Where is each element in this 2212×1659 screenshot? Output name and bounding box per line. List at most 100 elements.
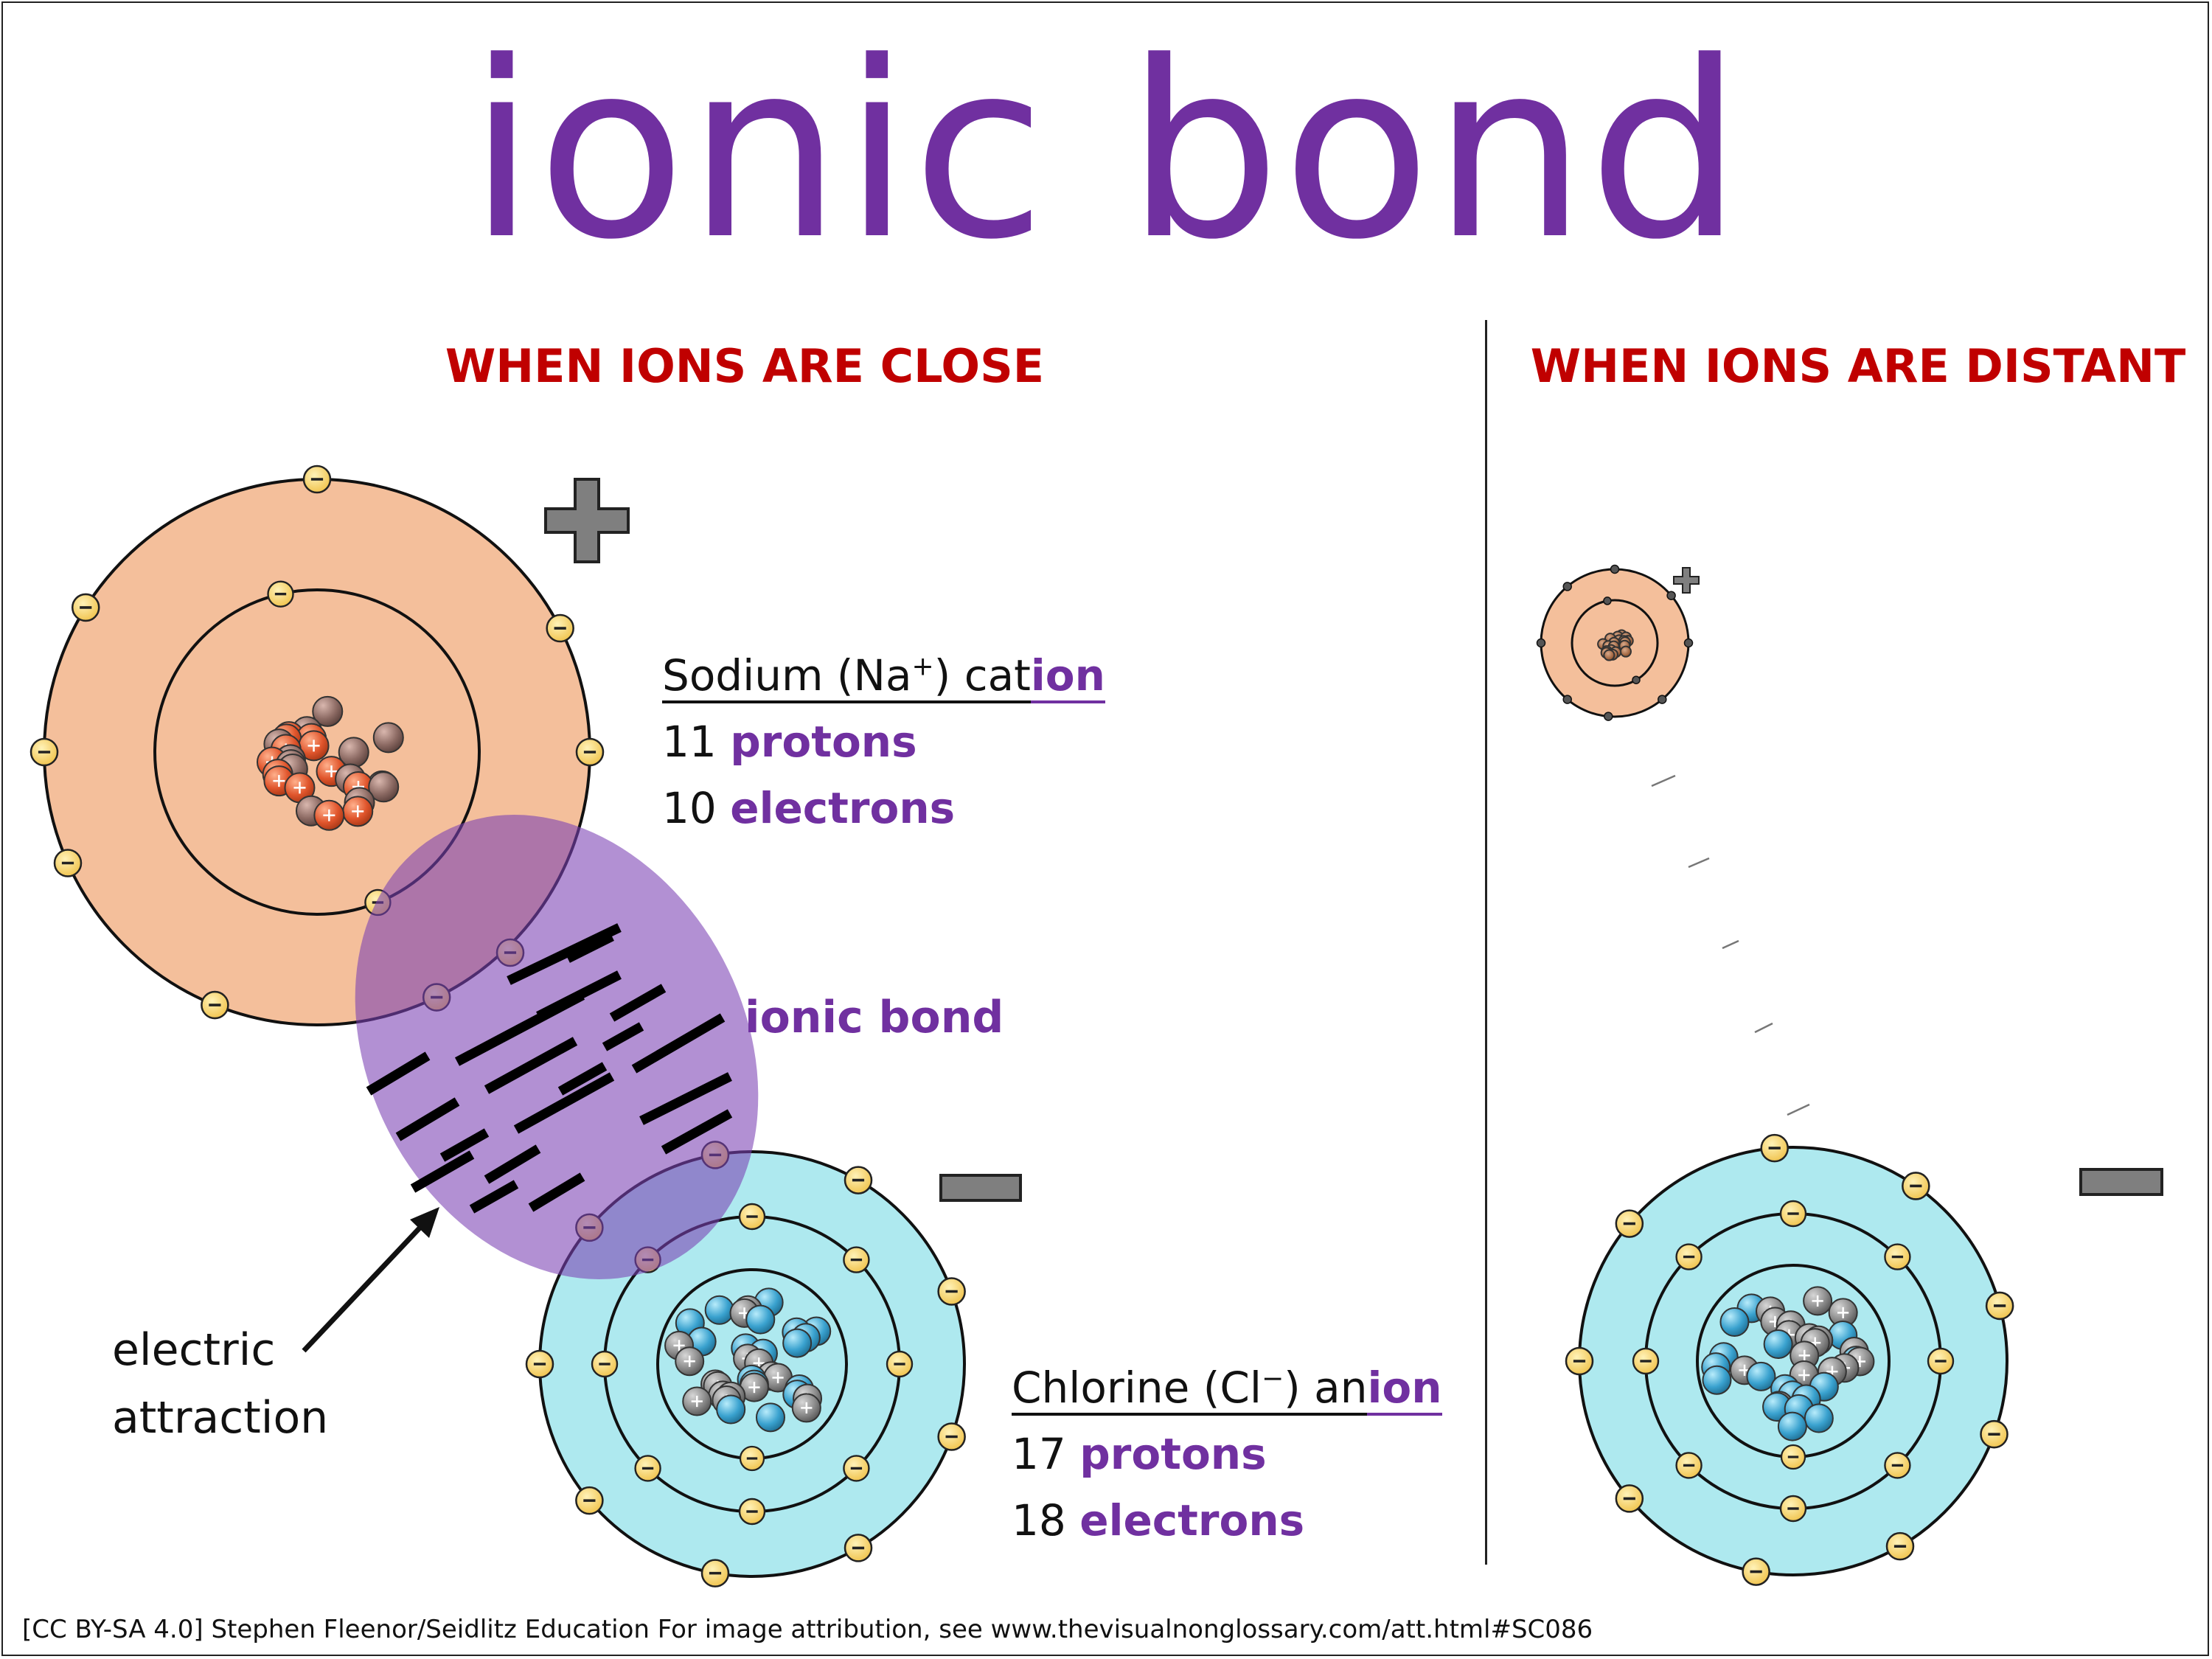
attraction-line (366, 1051, 431, 1096)
electron-icon (1779, 1495, 1807, 1523)
attraction-line (528, 1172, 585, 1212)
attraction-line (439, 1128, 490, 1162)
electron-icon (886, 1350, 914, 1378)
attraction-line (507, 923, 622, 985)
neutron-icon (745, 1304, 776, 1335)
electron-icon (1742, 1557, 1770, 1586)
electron-icon (1779, 1200, 1807, 1228)
neutron-icon (368, 771, 400, 803)
electron-icon (739, 1445, 765, 1472)
electron-icon (71, 593, 100, 622)
electron-icon (267, 580, 294, 608)
electron-icon (1927, 1347, 1955, 1375)
sodium-electrons-text: 10 electrons (662, 775, 1105, 841)
chlorine-protons: 17 protons (1012, 1421, 1442, 1487)
electron-icon (700, 1559, 730, 1587)
sodium-name-ion: ion (1030, 650, 1105, 704)
chlorine-distant-electrons (1565, 1133, 2014, 1586)
neutron-icon (716, 1394, 746, 1425)
plus-sign-icon (544, 478, 630, 563)
chlorine-charge: − (1261, 1364, 1284, 1394)
electron-icon (575, 737, 605, 767)
neutron-icon (1777, 1411, 1807, 1441)
chlorine-name: Chlorine (Cl−) anion (1012, 1346, 1442, 1421)
neutron-icon (704, 1295, 734, 1325)
electron-icon (1760, 1133, 1789, 1163)
electron-icon (937, 1422, 966, 1451)
electron-icon (53, 849, 83, 877)
chlorine-electrons-count: 18 (1012, 1495, 1066, 1546)
chlorine-electrons-word: electrons (1079, 1495, 1305, 1546)
chlorine-label: Chlorine (Cl−) anion 17 protons 18 elect… (1012, 1346, 1442, 1554)
attraction-arrow (302, 1207, 439, 1353)
sodium-inner-shell (153, 588, 481, 916)
neutron-icon (1763, 1329, 1793, 1359)
ionic-bond-label: ionic bond (745, 992, 1004, 1043)
sodium-name: Sodium (Na+) cation (662, 634, 1105, 709)
electron-icon (1675, 1243, 1703, 1270)
chlorine-protons-word: protons (1079, 1429, 1267, 1480)
attraction-label-line1: electric (112, 1324, 276, 1376)
attribution-credit: [CC BY-SA 4.0] Stephen Fleenor/Seidlitz … (22, 1615, 1593, 1644)
sodium-nucleus (256, 695, 404, 831)
chlorine-name-prefix: Chlorine (Cl (1012, 1363, 1262, 1413)
electron-icon (634, 1455, 661, 1482)
proton-icon (675, 1346, 705, 1377)
sodium-atom-distant (1536, 564, 1694, 721)
electron-icon (546, 613, 574, 643)
electron-icon (1632, 675, 1641, 684)
proton-icon (1803, 1286, 1833, 1316)
electron-icon (1565, 1346, 1594, 1376)
electron-icon (29, 737, 59, 767)
sodium-name-prefix: Sodium (Na (662, 650, 912, 701)
electron-icon (1985, 1291, 2014, 1321)
electron-icon (525, 1349, 554, 1379)
chlorine-protons-count: 17 (1012, 1429, 1066, 1480)
sodium-distant-electrons (1536, 564, 1694, 721)
electron-icon (1536, 638, 1546, 648)
electron-icon (1902, 1172, 1930, 1200)
chlorine-electrons-text: 18 electrons (1012, 1487, 1442, 1554)
distance-line (1688, 857, 1710, 869)
proton-icon (739, 1372, 769, 1402)
distance-line (1754, 1022, 1773, 1034)
neutron-icon (1746, 1361, 1776, 1391)
neutron-icon (1702, 1365, 1732, 1395)
proton-icon (791, 1393, 821, 1423)
sodium-name-mid: ) cat (933, 650, 1031, 701)
neutron-icon (1804, 1403, 1834, 1433)
sodium-protons: 11 protons (662, 709, 1105, 775)
electron-icon (1604, 712, 1613, 721)
attraction-lines (366, 923, 733, 1214)
electron-icon (1675, 1452, 1703, 1479)
attraction-label-line2: attraction (112, 1392, 329, 1444)
proton-icon (682, 1386, 712, 1416)
sodium-electrons-word: electrons (730, 783, 956, 834)
proton-icon (313, 799, 345, 831)
attraction-line (631, 1013, 726, 1074)
electron-icon (1884, 1243, 1911, 1270)
minus-sign-distant-icon (2079, 1168, 2163, 1196)
attraction-line (484, 1144, 541, 1184)
electron-icon (1980, 1419, 2008, 1449)
electron-icon (937, 1277, 966, 1306)
electron-icon (1615, 1209, 1644, 1238)
electron-icon (1780, 1444, 1806, 1470)
electron-icon (1632, 1347, 1660, 1375)
electron-icon (1666, 591, 1676, 600)
electron-icon (1562, 695, 1572, 704)
sodium-distant-nucleus (1597, 629, 1634, 661)
sodium-electrons-count: 10 (662, 783, 717, 834)
electron-icon (738, 1498, 766, 1526)
electron-icon (575, 1486, 604, 1515)
plus-sign-small-icon (1673, 567, 1700, 594)
attraction-line (661, 1109, 733, 1155)
proton-icon (298, 730, 330, 762)
ionic-bond-region (355, 814, 759, 1280)
neutron-icon (312, 695, 344, 727)
chlorine-nucleus (664, 1287, 832, 1433)
proton-icon (763, 1363, 793, 1393)
neutron-icon (1719, 1307, 1750, 1337)
sodium-protons-count: 11 (662, 717, 717, 768)
